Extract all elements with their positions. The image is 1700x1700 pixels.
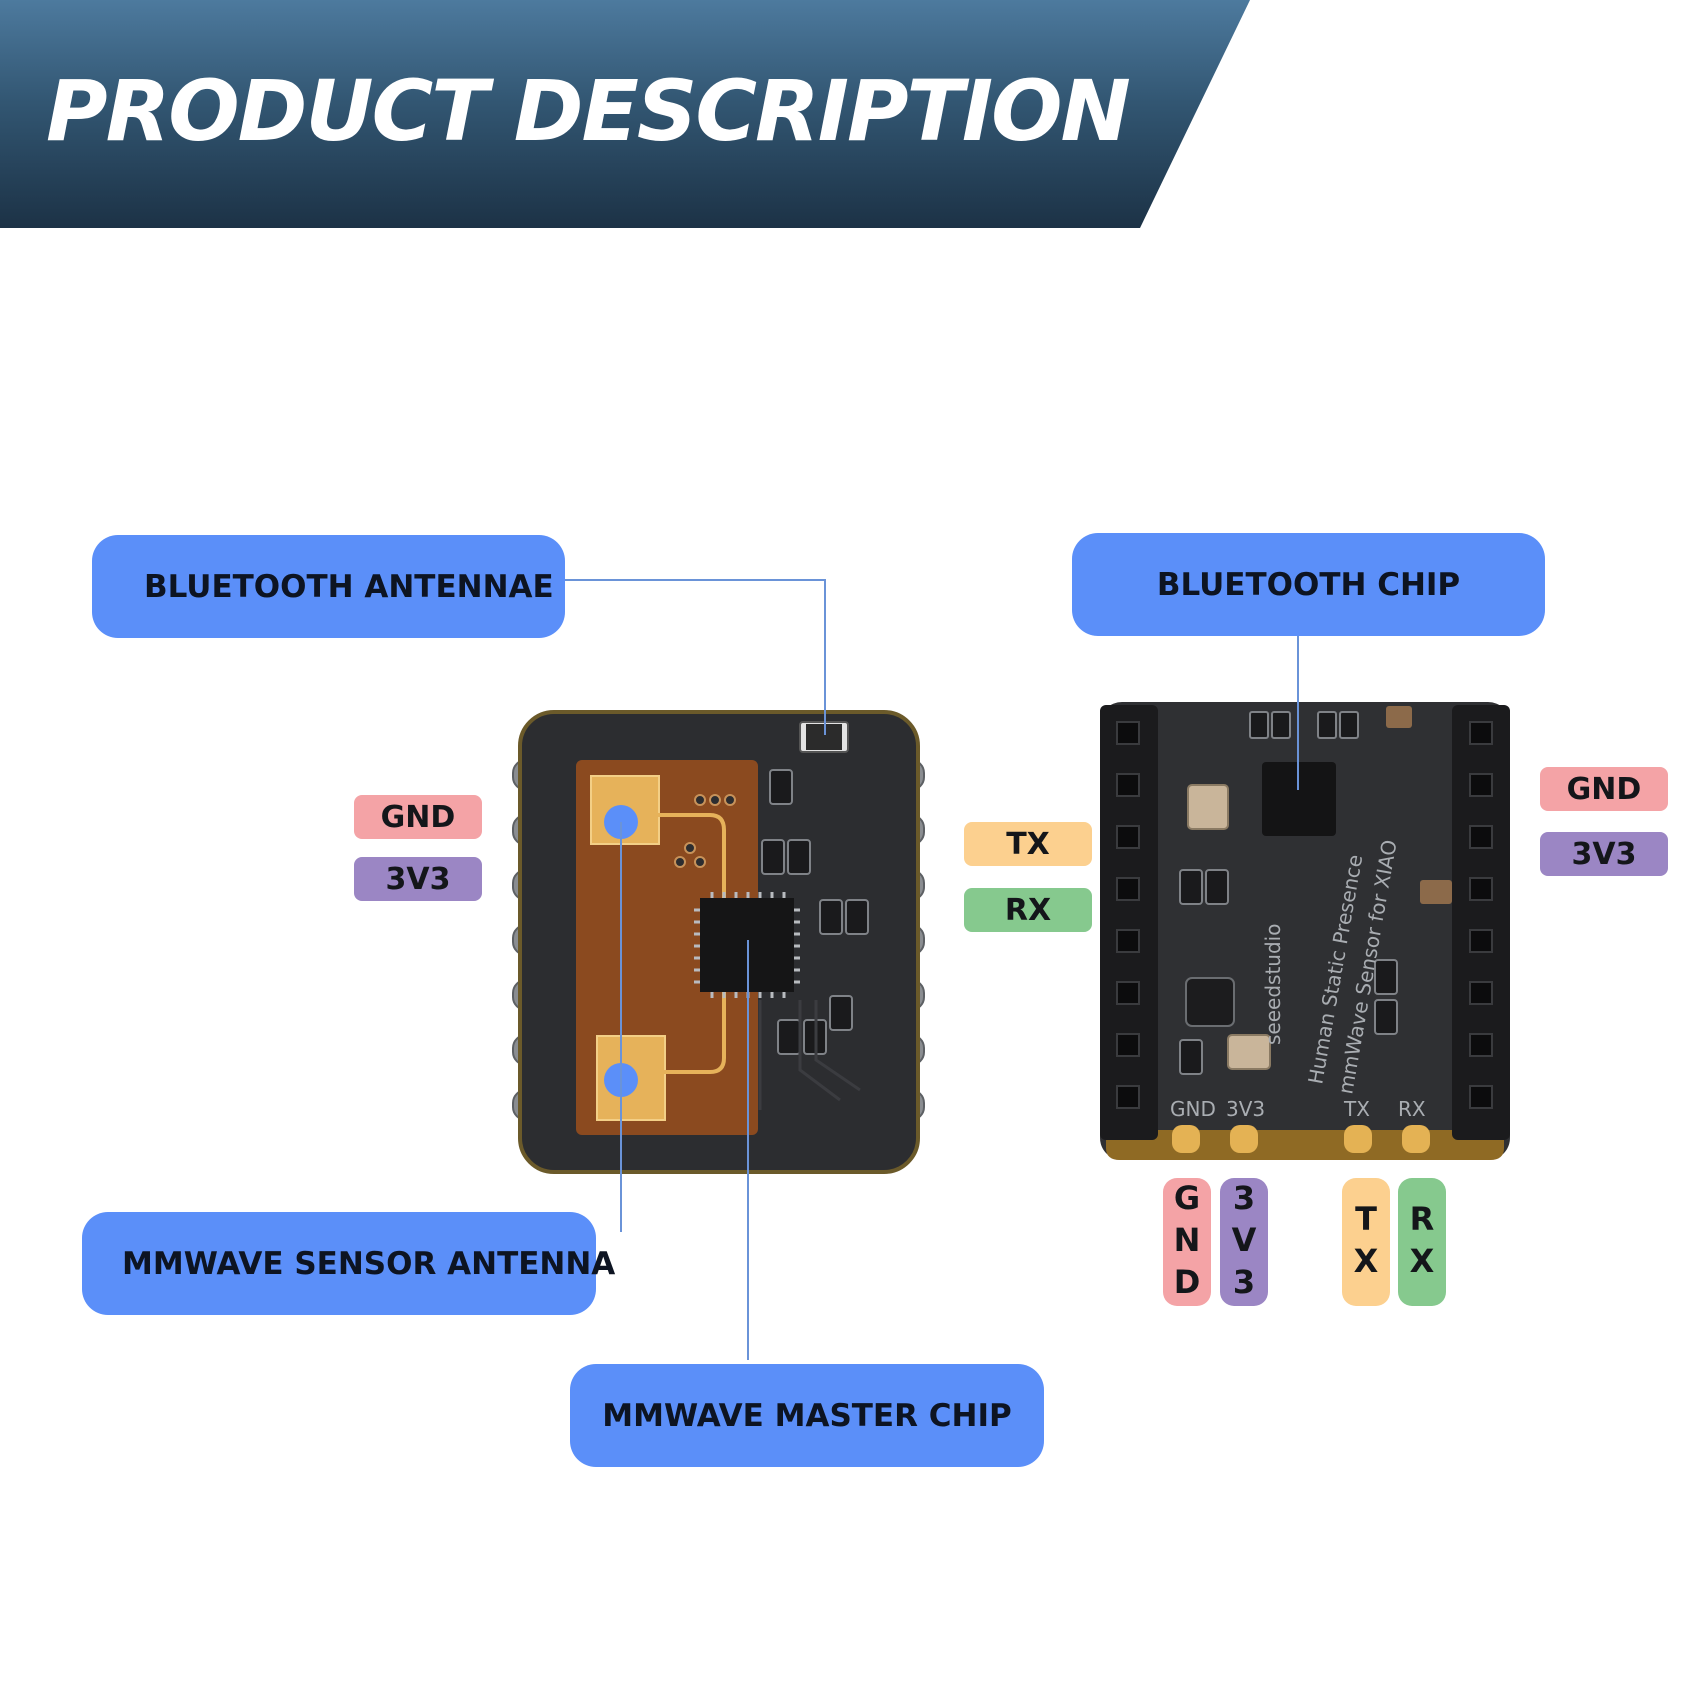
pin-label-mid-rx: RX xyxy=(964,888,1092,932)
xiao-board-back: seeedstudio Human Static Presence mmWave… xyxy=(1100,702,1510,1160)
callout-mmwave-sensor-antenna: MMWAVE SENSOR ANTENNA xyxy=(82,1212,615,1315)
pin-label-right-gnd: GND xyxy=(1540,767,1668,811)
pin-label-right-3v3: 3V3 xyxy=(1540,832,1668,876)
callout-mmwave-sensor-antenna-label: MMWAVE SENSOR ANTENNA xyxy=(122,1245,616,1282)
callout-mmwave-master-chip-label: MMWAVE MASTER CHIP xyxy=(602,1397,1012,1434)
pin-label-bottom-3v3: 3V3 xyxy=(1220,1178,1268,1306)
pin-label-left-gnd: GND xyxy=(354,795,482,839)
silkscreen-pin-tx: TX xyxy=(1343,1097,1370,1121)
silkscreen-pin-gnd: GND xyxy=(1170,1097,1216,1121)
callout-bluetooth-chip-label: BLUETOOTH CHIP xyxy=(1156,566,1461,603)
pin-label-bottom-tx: TX xyxy=(1342,1178,1390,1306)
silkscreen-pin-rx: RX xyxy=(1398,1097,1426,1121)
header-banner xyxy=(0,0,1250,228)
callout-mmwave-master-chip: MMWAVE MASTER CHIP xyxy=(570,1364,1044,1467)
pin-label-bottom-gnd: GND xyxy=(1163,1178,1211,1306)
pin-label-bottom-rx: RX xyxy=(1398,1178,1446,1306)
page-title: PRODUCT DESCRIPTION xyxy=(46,62,1131,160)
silkscreen-brand: seeedstudio xyxy=(1261,924,1285,1045)
mmwave-board-front xyxy=(512,710,925,1174)
pin-label-left-3v3: 3V3 xyxy=(354,857,482,901)
leader-lines xyxy=(565,579,1299,1360)
bluetooth-chip xyxy=(1262,762,1336,836)
pin-label-mid-tx: TX xyxy=(964,822,1092,866)
header-strip-right xyxy=(1452,705,1510,1140)
callout-bluetooth-antennae: BLUETOOTH ANTENNAE xyxy=(92,535,565,638)
header-strip-left xyxy=(1100,705,1158,1140)
callout-bluetooth-chip: BLUETOOTH CHIP xyxy=(1072,533,1545,636)
silkscreen-pin-3v3: 3V3 xyxy=(1226,1097,1265,1121)
callout-bluetooth-antennae-label: BLUETOOTH ANTENNAE xyxy=(144,568,554,605)
